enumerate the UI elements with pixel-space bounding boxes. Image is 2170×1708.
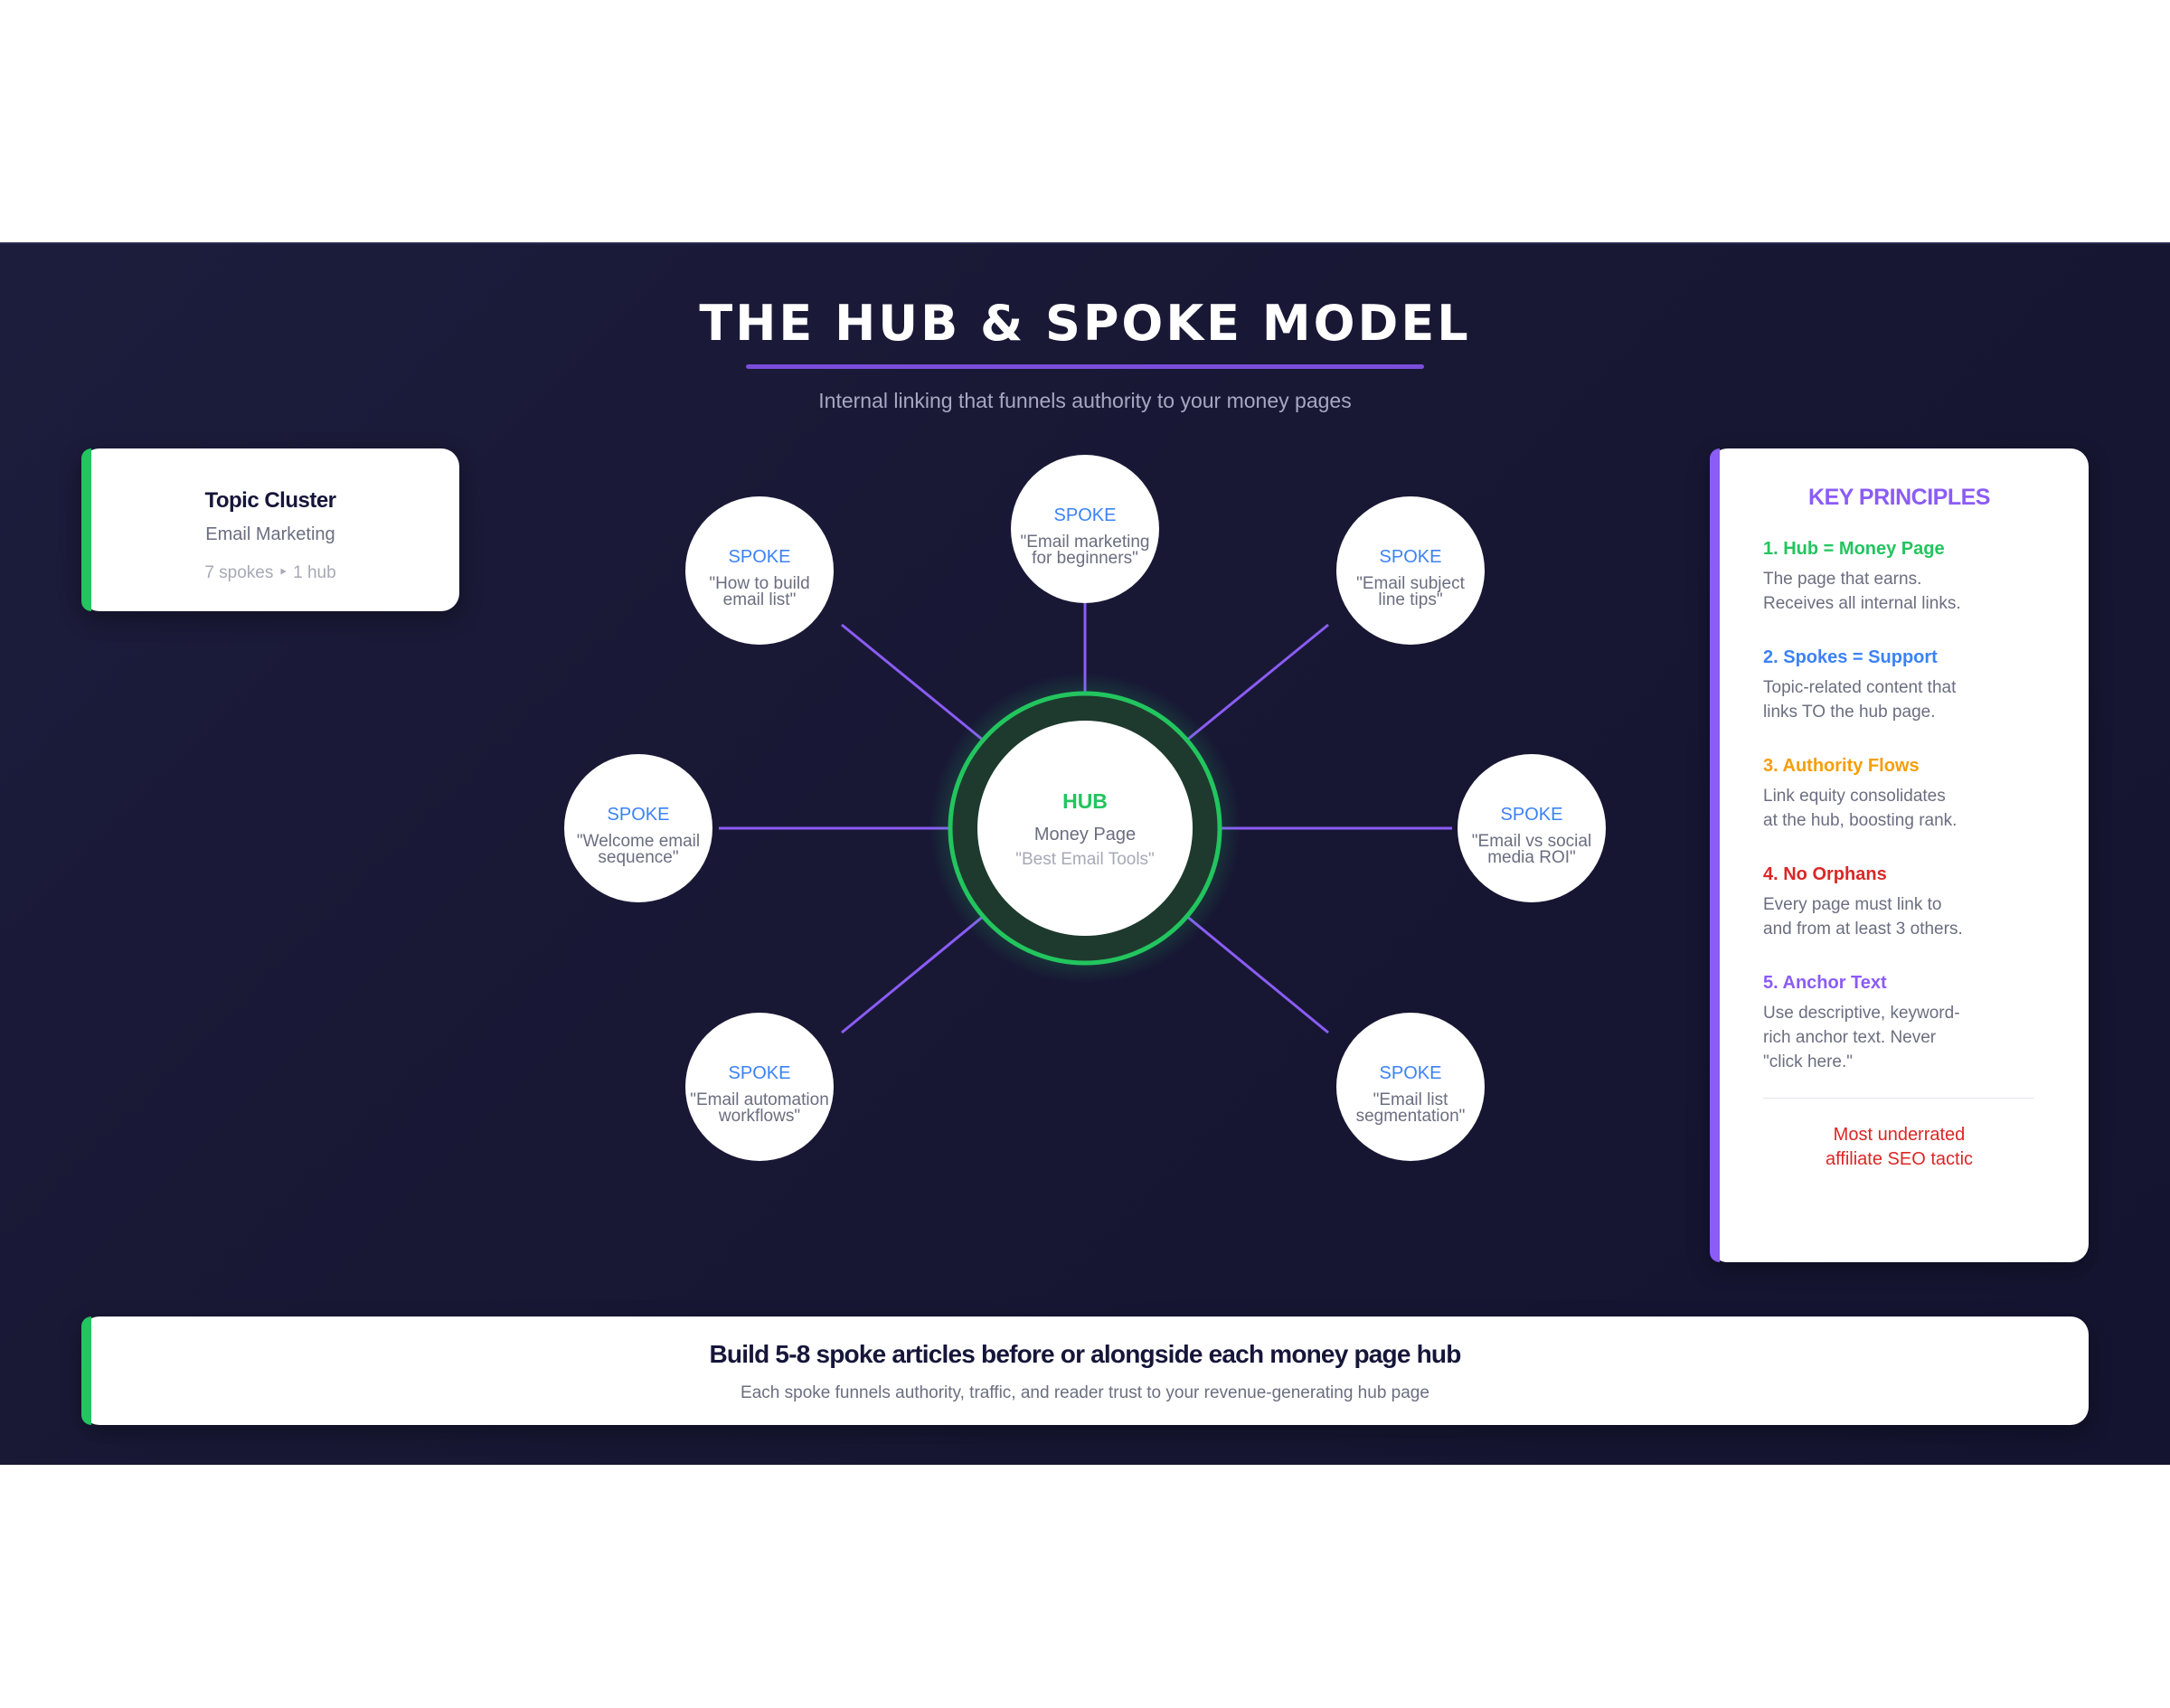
link-arrow [841,910,991,1034]
spoke-title-line: "How to build [709,574,809,593]
principle-body: Use descriptive, keyword- rich anchor te… [1763,1001,2062,1074]
spoke-label: SPOKE [1054,505,1117,525]
spoke-title-line: "Email vs social [1472,832,1591,851]
divider [1763,1098,2034,1099]
spoke-title-line: media ROI" [1487,848,1576,867]
link-arrows [719,602,1452,1034]
spoke-node: SPOKE "Email automation workflows" [685,1013,834,1161]
key-principles-card: KEY PRINCIPLES 1. Hub = Money Page The p… [1710,448,2089,1262]
summary-banner: Build 5-8 spoke articles before or along… [81,1316,2089,1425]
principle-line: rich anchor text. Never [1763,1028,1937,1047]
principle-line: Link equity consolidates [1763,787,1946,806]
tagline-line: affiliate SEO tactic [1825,1149,1974,1169]
principle-heading: 5. Anchor Text [1763,973,1887,993]
link-arrow [841,623,991,747]
principle-item: 1. Hub = Money Page The page that earns.… [1763,539,2062,616]
summary-subtitle: Each spoke funnels authority, traffic, a… [741,1383,1429,1402]
topic-cluster-meta: 7 spokes ‣ 1 hub [204,563,336,582]
diagram-panel: THE HUB & SPOKE MODEL Internal linking t… [0,242,2170,1465]
spoke-circle [564,754,712,902]
spoke-node: SPOKE "Welcome email sequence" [564,754,712,902]
spoke-title-line: email list" [723,590,797,609]
card-accent-bar [81,448,91,611]
tagline-line: Most underrated [1833,1125,1966,1145]
spoke-circle [1336,496,1485,645]
spoke-circle [685,496,834,645]
spoke-label: SPOKE [1380,1063,1442,1083]
spoke-circle [685,1013,834,1161]
spoke-title-line: sequence" [598,848,678,867]
principle-item: 2. Spokes = Support Topic-related conten… [1763,647,2062,724]
principle-line: The page that earns. [1763,570,1922,589]
hub-spoke-diagram: HUB Money Page "Best Email Tools" SPOKE … [564,455,1606,1161]
spoke-title-line: line tips" [1378,590,1442,609]
principle-line: Every page must link to [1763,895,1942,914]
principle-item: 5. Anchor Text Use descriptive, keyword-… [1763,973,2062,1074]
link-arrow [1179,910,1329,1034]
principle-heading: 3. Authority Flows [1763,756,1920,776]
summary-title: Build 5-8 spoke articles before or along… [709,1340,1461,1368]
principle-line: and from at least 3 others. [1763,920,1963,939]
hub-page: "Best Email Tools" [1015,850,1155,869]
link-arrow [1179,623,1329,747]
principle-line: Use descriptive, keyword- [1763,1004,1960,1023]
spoke-title-line: "Email subject [1356,574,1465,593]
spoke-title-line: "Welcome email [577,832,700,851]
hub-label: HUB [1062,789,1108,813]
principle-line: Topic-related content that [1763,678,1957,697]
page-subtitle: Internal linking that funnels authority … [818,389,1352,412]
principles-tagline: Most underrated affiliate SEO tactic [1710,1123,2089,1172]
hub-circle [977,721,1193,936]
spoke-title-line: workflows" [718,1107,800,1126]
hub-type: Money Page [1034,825,1136,845]
spoke-title-line: "Email list [1373,1090,1448,1109]
spoke-circle [1336,1013,1485,1161]
principle-line: "click here." [1763,1052,1854,1071]
principle-line: links TO the hub page. [1763,703,1936,722]
spoke-node: SPOKE "Email subject line tips" [1336,496,1485,645]
spoke-label: SPOKE [729,547,791,567]
spoke-title-line: segmentation" [1356,1107,1466,1126]
spoke-title-line: "Email automation [690,1090,829,1109]
spoke-circle [1458,754,1606,902]
spoke-title-line: for beginners" [1032,549,1138,568]
card-accent-bar [81,1316,91,1425]
spoke-node: SPOKE "How to build email list" [685,496,834,645]
spoke-label: SPOKE [608,805,670,825]
principle-heading: 2. Spokes = Support [1763,647,1938,667]
spoke-label: SPOKE [729,1063,791,1083]
topic-cluster-topic: Email Marketing [205,524,335,544]
spoke-node: SPOKE "Email vs social media ROI" [1458,754,1606,902]
principle-line: at the hub, boosting rank. [1763,811,1958,830]
principle-heading: 4. No Orphans [1763,864,1887,884]
spoke-label: SPOKE [1501,805,1563,825]
title-underline [746,364,1424,369]
key-principles-title: KEY PRINCIPLES [1808,485,1990,510]
principle-heading: 1. Hub = Money Page [1763,539,1945,559]
principle-body: Topic-related content that links TO the … [1763,675,2062,724]
page-title: THE HUB & SPOKE MODEL [699,295,1471,352]
spoke-circle [1011,455,1159,603]
principle-body: Link equity consolidates at the hub, boo… [1763,784,2062,833]
principle-line: Receives all internal links. [1763,594,1961,613]
spoke-node: SPOKE "Email marketing for beginners" [1011,455,1159,603]
topic-cluster-card: Topic Cluster Email Marketing 7 spokes ‣… [81,448,459,611]
principle-body: Every page must link to and from at leas… [1763,892,2062,941]
principle-item: 3. Authority Flows Link equity consolida… [1763,756,2062,833]
spoke-label: SPOKE [1380,547,1442,567]
spoke-node: SPOKE "Email list segmentation" [1336,1013,1485,1161]
topic-cluster-title: Topic Cluster [204,488,336,513]
card-accent-bar [1710,448,1720,1262]
principle-item: 4. No Orphans Every page must link to an… [1763,864,2062,941]
principle-body: The page that earns. Receives all intern… [1763,567,2062,616]
hub-node: HUB Money Page "Best Email Tools" [929,673,1241,984]
spoke-title-line: "Email marketing [1021,533,1150,552]
